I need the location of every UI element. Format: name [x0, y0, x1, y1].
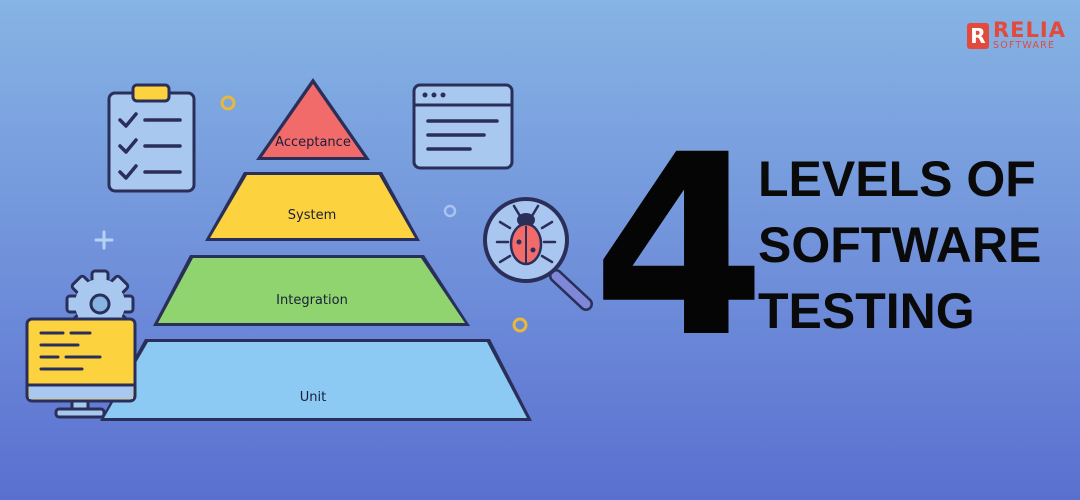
pyramid-label-system: System: [288, 208, 336, 223]
pyramid-level-unit: Unit: [100, 339, 532, 421]
pyramid-level-system: System: [205, 172, 420, 241]
pyramid-label-unit: Unit: [300, 390, 326, 405]
monitor-code-icon: [25, 317, 137, 419]
headline-number: 4: [592, 101, 766, 392]
decor-ring: [220, 95, 236, 111]
decor-ring: [512, 317, 528, 333]
headline-line: LEVELS OF: [758, 151, 1036, 207]
checklist-icon: [107, 83, 196, 193]
brand-logo: R RELIA SOFTWARE: [967, 20, 1066, 51]
brand-tagline: SOFTWARE: [993, 40, 1056, 51]
headline-line: SOFTWARE: [758, 217, 1042, 273]
pyramid-label-acceptance: Acceptance: [275, 135, 351, 150]
plus-sparkle-icon: [94, 230, 114, 250]
decor-ring: [443, 204, 457, 218]
logo-text: RELIA SOFTWARE: [993, 18, 1066, 52]
headline-line: TESTING: [758, 283, 975, 339]
bug-magnifier-icon: [483, 197, 593, 311]
logo-mark-icon: R: [967, 22, 989, 49]
headline-title: LEVELS OF SOFTWARE TESTING: [758, 146, 1041, 344]
pyramid-level-acceptance: Acceptance: [256, 78, 370, 160]
pyramid-label-integration: Integration: [276, 293, 348, 308]
pyramid-level-integration: Integration: [153, 255, 470, 326]
browser-window-icon: [412, 83, 514, 170]
brand-name: RELIA: [993, 18, 1066, 42]
